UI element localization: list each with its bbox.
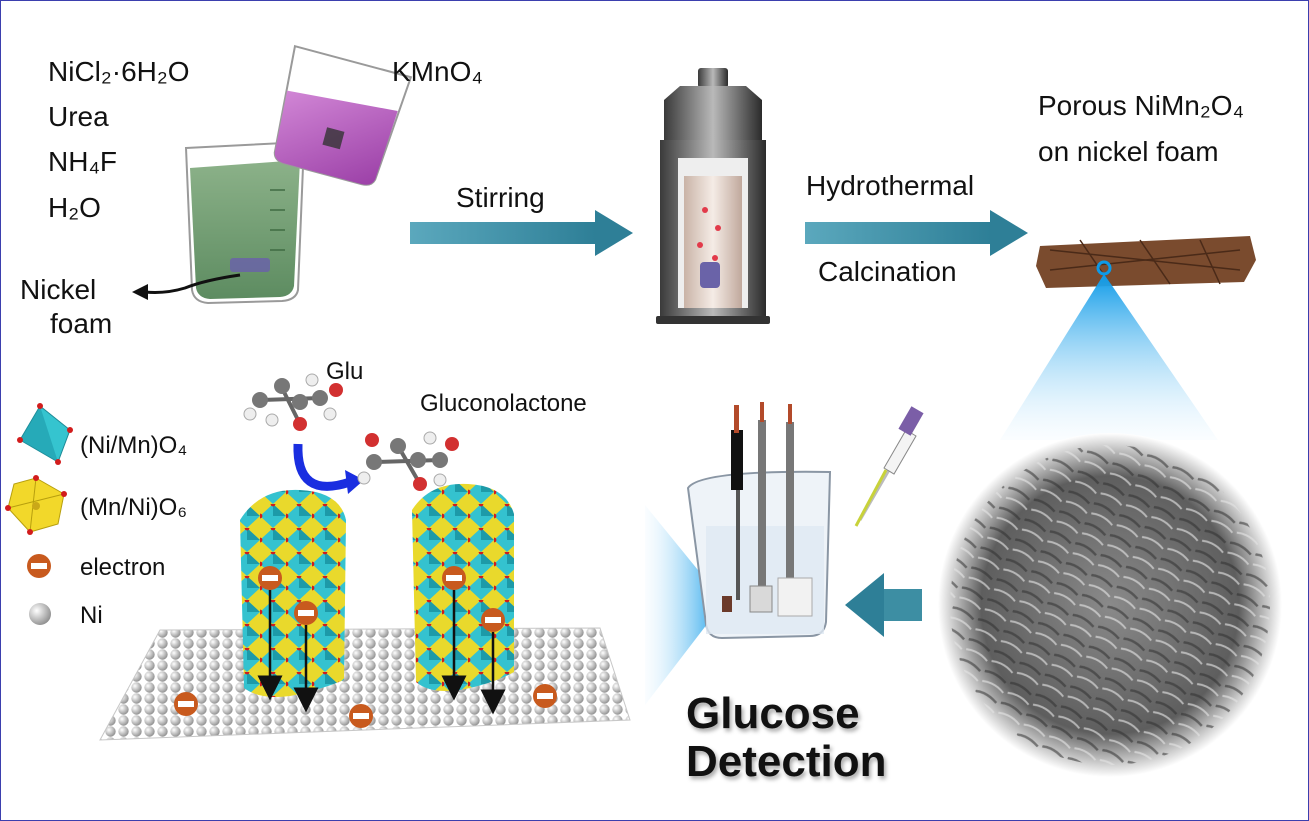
- stirring-label: Stirring: [456, 182, 545, 213]
- arrow-hydrothermal: [805, 210, 1028, 256]
- nickel-foam-piece: [230, 258, 270, 272]
- tetrahedron-icon: [17, 403, 73, 465]
- gluconolactone-molecule: [357, 431, 459, 491]
- electrons: [174, 566, 557, 728]
- reagent-3: NH₄F: [48, 146, 117, 177]
- green-beaker: [184, 140, 306, 305]
- reagent-4: H₂O: [48, 192, 101, 223]
- product-label-1: Porous NiMn₂O₄: [1038, 90, 1244, 121]
- nimn2o4-foam: [1036, 236, 1256, 288]
- electron-transfer-arrows: [257, 590, 506, 715]
- arrow-detection: [845, 573, 922, 637]
- zoom-beam-down: [1000, 274, 1218, 440]
- detection-title-2: Detection: [686, 737, 887, 786]
- zoom-beam-left: [645, 505, 724, 705]
- crystal-rod-left: [240, 489, 346, 697]
- reagent-2: Urea: [48, 101, 109, 132]
- nickel-foam-pointer: [132, 273, 241, 300]
- electrochemical-cell: [686, 402, 832, 640]
- nickel-foam-label-1: Nickel: [20, 274, 97, 305]
- sem-image: [938, 433, 1282, 777]
- pipette: [854, 406, 924, 527]
- purple-beaker: [273, 44, 413, 186]
- ni-atom-icon: [29, 603, 51, 625]
- arrow-stirring: [410, 210, 633, 256]
- legend-tetrahedron-label: (Ni/Mn)O₄: [80, 432, 188, 459]
- calcination-label: Calcination: [818, 256, 957, 287]
- gluconolactone-label: Gluconolactone: [420, 390, 587, 417]
- hydrothermal-label: Hydrothermal: [806, 170, 975, 201]
- reagent-1: NiCl₂·6H₂O: [48, 56, 190, 87]
- glucose-molecule: [243, 373, 343, 431]
- product-label-2: on nickel foam: [1038, 136, 1219, 167]
- legend-octahedron-label: (Mn/Ni)O₆: [80, 494, 188, 521]
- legend-electron-label: electron: [80, 554, 166, 581]
- autoclave: [656, 68, 770, 324]
- crystal-rod-right: [412, 483, 514, 691]
- legend-ni-label: Ni: [80, 602, 103, 629]
- kmno4-label: KMnO₄: [392, 56, 483, 87]
- nickel-foam-label-2: foam: [50, 308, 113, 339]
- octahedron-icon: [5, 475, 67, 535]
- conversion-arrow: [293, 443, 352, 491]
- glu-label: Glu: [326, 358, 364, 385]
- detection-title-1: Glucose: [686, 689, 860, 738]
- electron-icon: [27, 554, 51, 578]
